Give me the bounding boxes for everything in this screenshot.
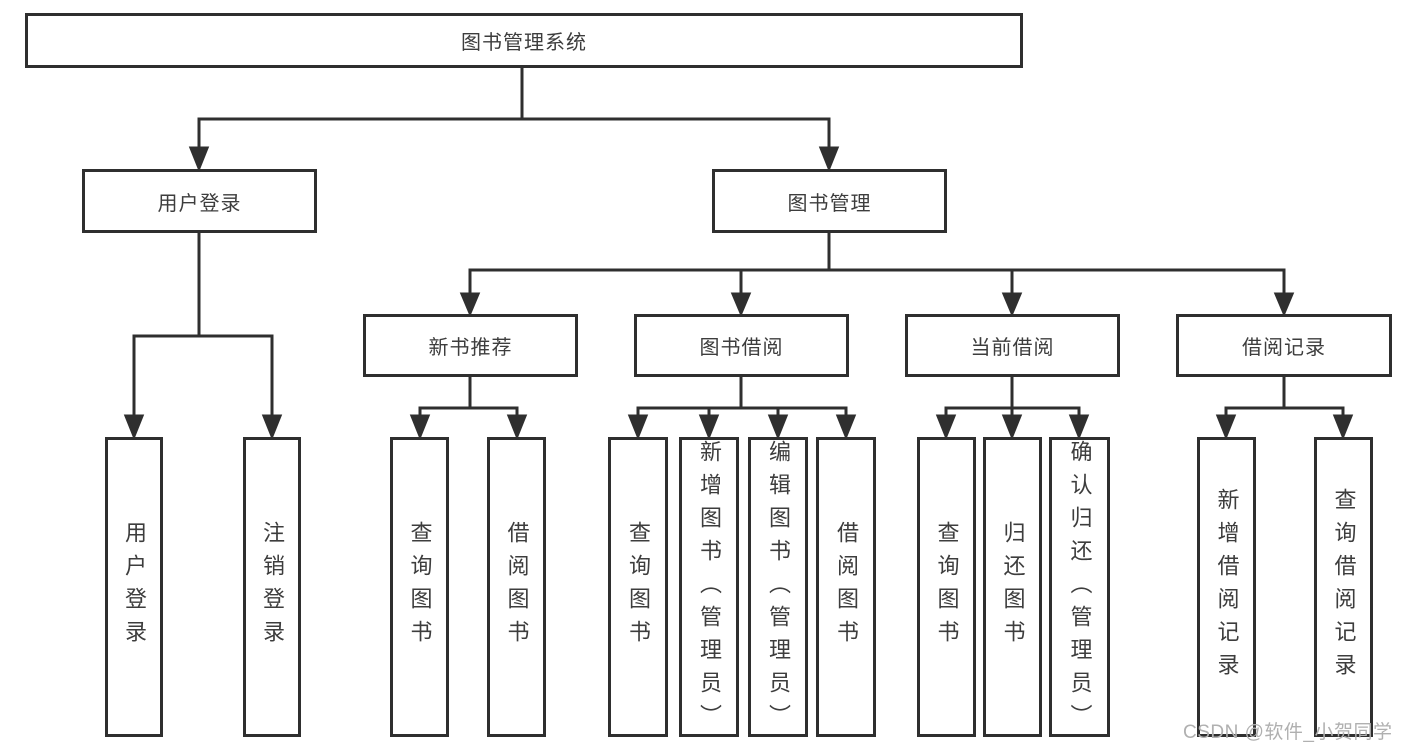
node-current-borrow-label: 当前借阅 bbox=[970, 337, 1055, 359]
leaf-borrow-books-label: 借阅图书 bbox=[834, 521, 859, 653]
edge-current-borrow-to-leaves bbox=[935, 375, 1090, 441]
leaf-add-books-admin-label: 新增图书（管理员） bbox=[697, 440, 722, 737]
leaf-return-books: 归还图书 bbox=[983, 437, 1042, 737]
node-borrow-records: 借阅记录 bbox=[1176, 314, 1392, 377]
leaf-query-books-rec-label: 查询图书 bbox=[407, 521, 433, 653]
edge-book-borrow-to-leaves bbox=[627, 375, 857, 441]
node-new-book-recommend: 新书推荐 bbox=[363, 314, 578, 377]
edge-book-management-to-level3 bbox=[459, 231, 1295, 317]
node-borrow-records-label: 借阅记录 bbox=[1242, 337, 1326, 359]
leaf-logout: 注销登录 bbox=[243, 437, 301, 737]
leaf-borrow-books: 借阅图书 bbox=[816, 437, 876, 737]
leaf-query-borrow-record-label: 查询借阅记录 bbox=[1331, 488, 1357, 686]
leaf-query-books-borrow: 查询图书 bbox=[608, 437, 668, 737]
leaf-add-borrow-record-label: 新增借阅记录 bbox=[1214, 488, 1240, 686]
edge-root-to-level2 bbox=[188, 66, 840, 173]
leaf-borrow-books-rec-label: 借阅图书 bbox=[504, 521, 530, 653]
node-user-login: 用户登录 bbox=[82, 169, 317, 233]
leaf-confirm-return-admin-label: 确认归还（管理员） bbox=[1067, 440, 1093, 737]
node-book-borrow: 图书借阅 bbox=[634, 314, 849, 377]
leaf-add-borrow-record: 新增借阅记录 bbox=[1197, 437, 1256, 737]
csdn-watermark: CSDN @软件_小贺同学 bbox=[1183, 722, 1393, 743]
leaf-edit-books-admin-label: 编辑图书（管理员） bbox=[766, 440, 791, 737]
node-user-login-label: 用户登录 bbox=[157, 192, 242, 215]
edge-borrow-records-to-leaves bbox=[1215, 375, 1354, 441]
leaf-add-books-admin: 新增图书（管理员） bbox=[679, 437, 739, 737]
node-current-borrow: 当前借阅 bbox=[905, 314, 1120, 377]
node-new-book-recommend-label: 新书推荐 bbox=[428, 337, 513, 359]
leaf-borrow-books-rec: 借阅图书 bbox=[487, 437, 546, 737]
leaf-logout-label: 注销登录 bbox=[260, 521, 285, 653]
edge-user-login-to-leaves bbox=[123, 231, 283, 441]
node-book-management-label: 图书管理 bbox=[787, 192, 872, 215]
leaf-query-borrow-record: 查询借阅记录 bbox=[1314, 437, 1373, 737]
leaf-user-login: 用户登录 bbox=[105, 437, 163, 737]
leaf-edit-books-admin: 编辑图书（管理员） bbox=[748, 437, 808, 737]
node-book-borrow-label: 图书借阅 bbox=[699, 337, 784, 359]
leaf-query-books-rec: 查询图书 bbox=[390, 437, 449, 737]
leaf-return-books-label: 归还图书 bbox=[1000, 521, 1026, 653]
leaf-confirm-return-admin: 确认归还（管理员） bbox=[1049, 437, 1110, 737]
leaf-query-books-borrow-label: 查询图书 bbox=[626, 521, 651, 653]
edge-new-book-rec-to-leaves bbox=[409, 375, 528, 441]
leaf-user-login-label: 用户登录 bbox=[122, 521, 147, 653]
leaf-query-books-current: 查询图书 bbox=[917, 437, 976, 737]
node-book-management: 图书管理 bbox=[712, 169, 947, 233]
leaf-query-books-current-label: 查询图书 bbox=[934, 521, 960, 653]
node-root-label: 图书管理系统 bbox=[461, 32, 587, 54]
node-root: 图书管理系统 bbox=[25, 13, 1023, 68]
